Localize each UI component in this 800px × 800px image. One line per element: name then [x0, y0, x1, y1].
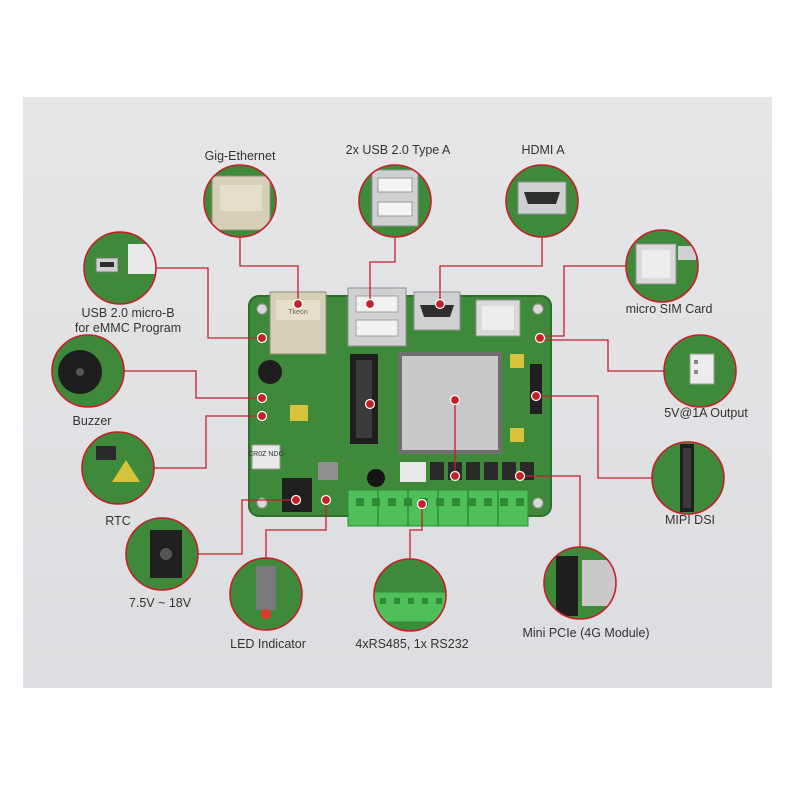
marker-dots	[256, 298, 546, 510]
label-emmc-program: for eMMC Program	[74, 321, 182, 335]
board-capacitor	[367, 469, 385, 487]
som-module	[398, 352, 502, 454]
leader-lines	[124, 237, 664, 559]
usb-a-icon	[358, 164, 432, 238]
board-rtc	[251, 444, 281, 470]
terminal-block-icon	[373, 558, 447, 632]
label-usb-type-a: 2x USB 2.0 Type A	[345, 143, 451, 157]
rj45-jack-icon	[203, 164, 277, 238]
board-diode-2	[510, 428, 524, 442]
hdmi-connector	[413, 291, 461, 331]
buzzer-icon	[51, 334, 125, 408]
sim-slot	[475, 299, 521, 337]
board-inductor	[318, 462, 338, 480]
sticker-label	[400, 462, 426, 482]
sim-card-icon	[625, 229, 699, 303]
usb-a-connector	[347, 287, 407, 347]
rtc-chip-text: CR0Z NDO	[248, 451, 284, 458]
board-buzzer	[258, 360, 282, 384]
board-warning-mark	[290, 405, 308, 421]
label-5v-output: 5V@1A Output	[664, 406, 748, 420]
label-power-in: 7.5V ~ 18V	[128, 596, 192, 610]
magnetics-text: Tkeon	[288, 309, 308, 316]
led-icon	[229, 557, 303, 631]
power-header-icon	[663, 334, 737, 408]
label-mipi-dsi: MIPI DSI	[664, 513, 716, 527]
label-micro-sim: micro SIM Card	[625, 302, 713, 316]
ethernet-jack: Tkeon	[269, 291, 327, 355]
mini-pcie-icon	[543, 546, 617, 620]
micro-usb-icon	[83, 231, 157, 305]
label-buzzer: Buzzer	[72, 414, 112, 428]
board-diode-1	[510, 354, 524, 368]
label-hdmi-a: HDMI A	[521, 143, 565, 157]
terminal-blocks	[347, 489, 529, 527]
label-usb-micro-b: USB 2.0 micro-B	[81, 306, 175, 320]
label-mini-pcie: Mini PCIe (4G Module)	[522, 626, 650, 640]
ffc-connector-icon	[651, 441, 725, 515]
mini-pcie-slot	[350, 354, 378, 444]
label-gig-ethernet: Gig-Ethernet	[204, 149, 276, 163]
rtc-chip-icon	[81, 431, 155, 505]
board-ffc	[530, 364, 542, 414]
hdmi-icon	[505, 164, 579, 238]
dc-jack-icon	[125, 517, 199, 591]
label-led: LED Indicator	[230, 637, 306, 651]
label-rtc: RTC	[105, 514, 131, 528]
label-rs485: 4xRS485, 1x RS232	[355, 637, 469, 651]
